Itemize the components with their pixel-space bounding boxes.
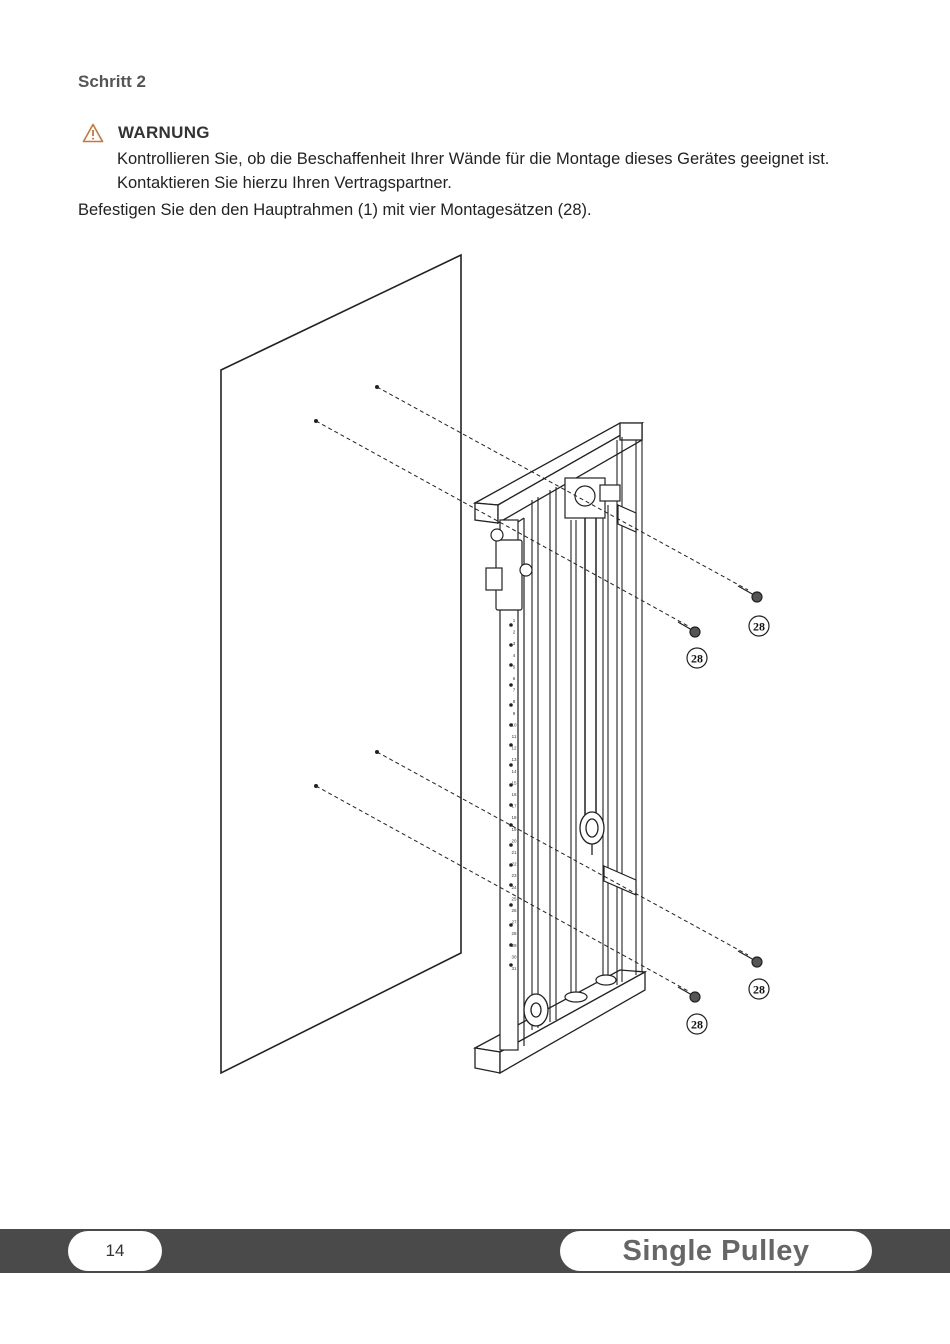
mounting-brackets (603, 504, 637, 896)
column-position-numbers: 1234567891011121314151617181920212223242… (511, 618, 517, 971)
column-number: 10 (511, 722, 517, 727)
assembly-diagram: 28 28 28 28 1234567891011121314151617181… (220, 253, 770, 1075)
column-number: 26 (511, 908, 517, 913)
column-number: 20 (511, 838, 517, 843)
bolt (737, 585, 763, 603)
warning-header: WARNUNG (82, 123, 210, 143)
column-number: 5 (513, 664, 516, 669)
column-number: 11 (512, 734, 517, 739)
floating-pulley (579, 811, 605, 855)
column-number: 24 (511, 885, 517, 890)
bolt (677, 986, 701, 1003)
step-title: Schritt 2 (78, 72, 147, 91)
top-pulley-assembly (564, 477, 621, 519)
warning-text: Kontrollieren Sie, ob die Beschaffenheit… (117, 150, 830, 192)
column-number: 18 (511, 815, 517, 820)
part-label: 28 (753, 620, 765, 634)
instruction-text: Befestigen Sie den den Hauptrahmen (1) m… (78, 201, 592, 219)
part-callout: 28 (748, 978, 770, 1000)
column-number: 7 (513, 688, 516, 693)
column-number: 8 (513, 699, 516, 704)
bolt (737, 950, 763, 968)
wall-panel (220, 253, 462, 1075)
column-number: 16 (511, 792, 517, 797)
column-number: 2 (513, 630, 516, 635)
page-number-pill: 14 (68, 1231, 162, 1271)
product-name-pill: Single Pulley (560, 1231, 872, 1271)
part-callout: 28 (748, 615, 770, 637)
page-number: 14 (105, 1241, 125, 1260)
frame-top-crossbar (472, 421, 645, 525)
bolt (677, 621, 701, 638)
column-number: 29 (511, 943, 517, 948)
wall-anchor-points (314, 385, 379, 788)
column-number: 4 (513, 653, 516, 658)
column-number: 1 (513, 618, 516, 623)
alignment-lines (315, 386, 749, 993)
part-callout: 28 (686, 647, 708, 669)
column-number: 31 (511, 966, 517, 971)
column-number: 22 (511, 862, 517, 867)
warning-title: WARNUNG (118, 123, 210, 142)
column-number: 3 (513, 641, 516, 646)
column-number: 6 (513, 676, 516, 681)
column-number: 21 (511, 850, 517, 855)
column-number: 30 (511, 954, 517, 959)
column-number: 15 (511, 780, 517, 785)
column-number: 17 (511, 804, 517, 809)
column-number: 13 (511, 757, 517, 762)
product-name: Single Pulley (622, 1234, 810, 1267)
column-number: 12 (511, 746, 517, 751)
column-number: 27 (511, 920, 517, 925)
part-callout: 28 (686, 1013, 708, 1035)
part-label: 28 (691, 1018, 703, 1032)
frame-front-column (499, 517, 525, 1051)
mounting-bolts (677, 585, 763, 1003)
part-label: 28 (691, 652, 703, 666)
column-number: 14 (511, 769, 517, 774)
guide-rods (570, 505, 609, 995)
column-number: 19 (511, 827, 517, 832)
carriage-assembly (485, 528, 533, 611)
weight-stack-base (564, 974, 617, 1003)
column-number: 28 (511, 931, 517, 936)
column-number: 23 (511, 873, 517, 878)
bottom-pulley (523, 993, 549, 1027)
column-number: 25 (511, 896, 517, 901)
part-label: 28 (753, 983, 765, 997)
warning-triangle-icon (82, 123, 104, 143)
column-holes (509, 623, 513, 967)
column-number: 9 (513, 711, 516, 716)
cable (584, 505, 597, 840)
